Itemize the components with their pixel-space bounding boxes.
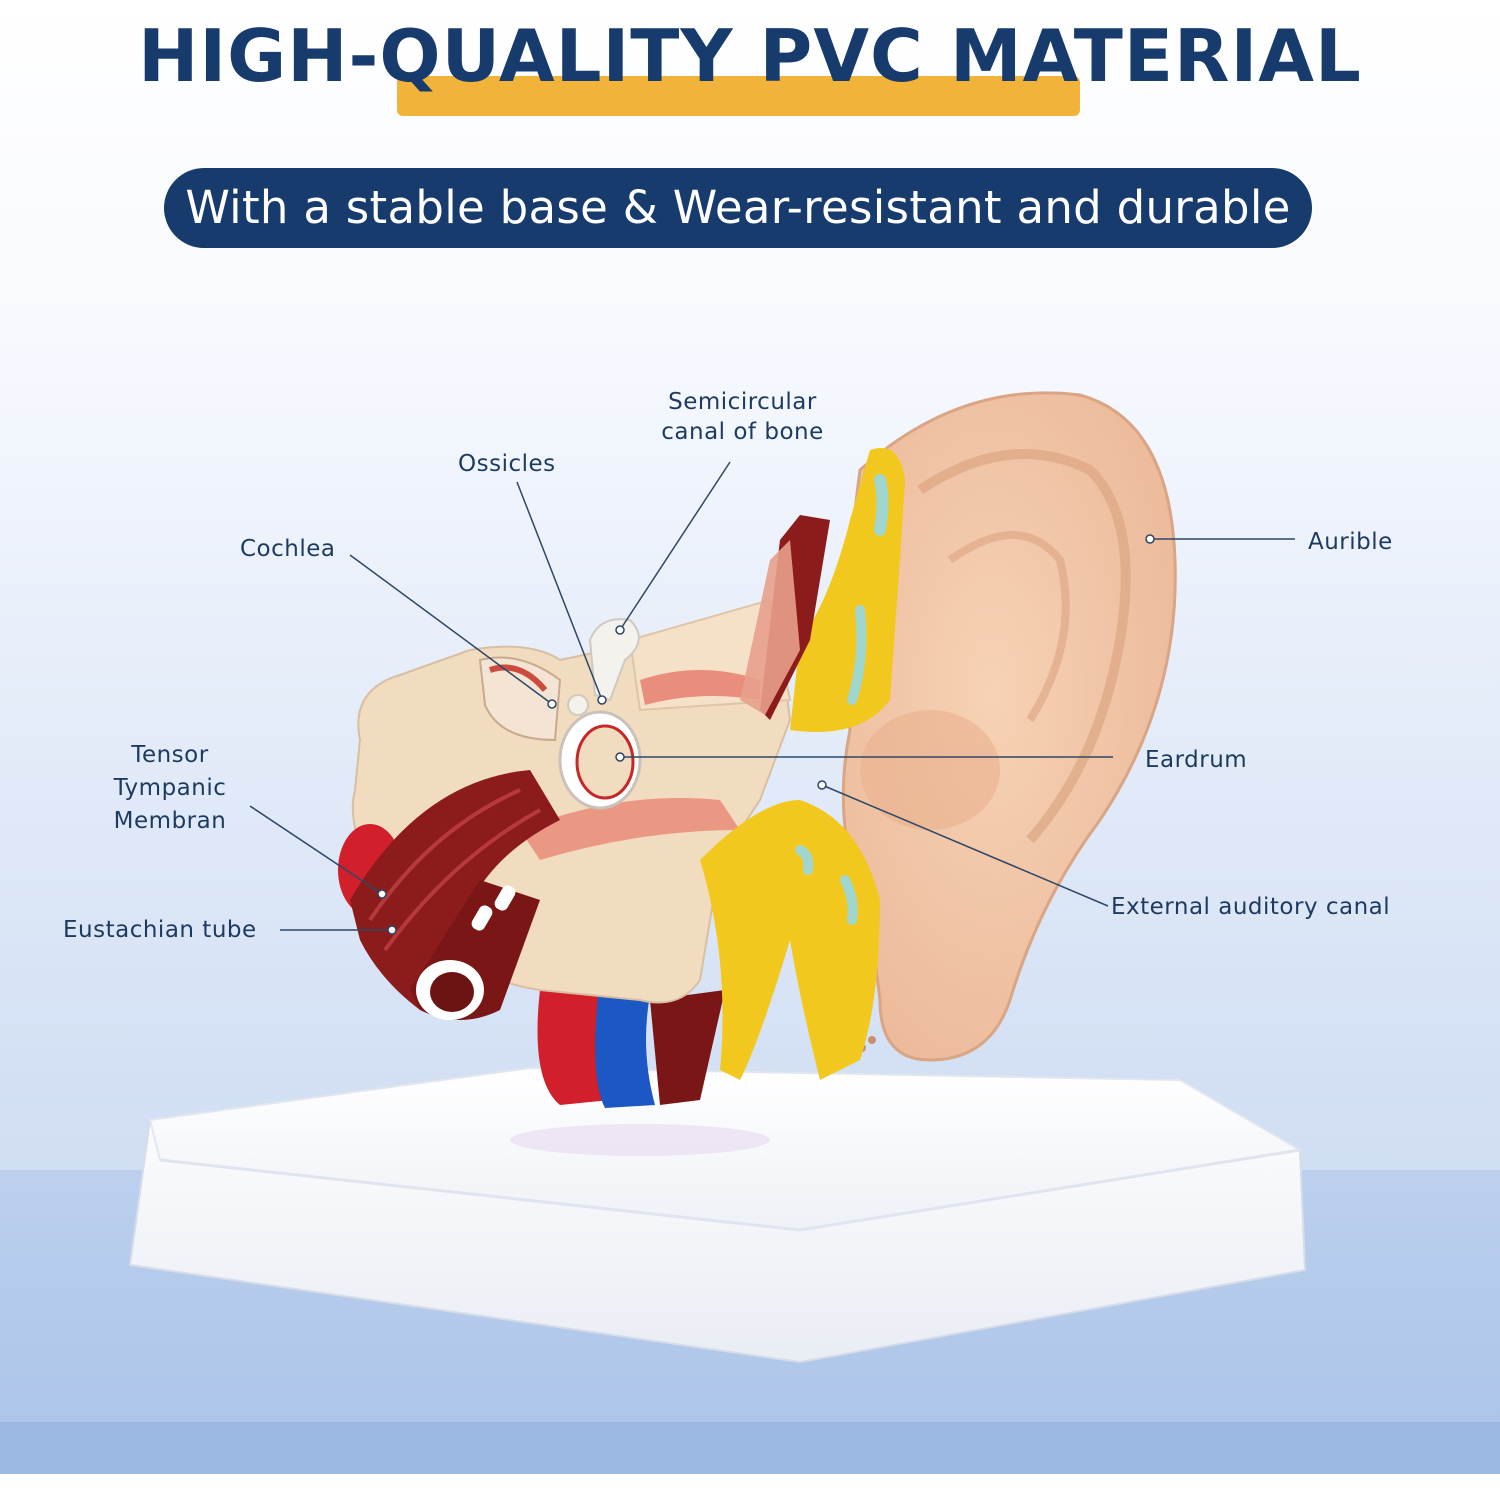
vessels: [537, 990, 725, 1108]
label-semicircular-canal: Semicircular canal of bone: [650, 387, 835, 447]
subtitle-pill: With a stable base & Wear-resistant and …: [164, 168, 1312, 248]
auricle: [841, 391, 1177, 1062]
cartilage: [700, 448, 905, 1080]
label-eustachian-tube: Eustachian tube: [63, 917, 257, 943]
title-block: HIGH-QUALITY PVC MATERIAL: [0, 14, 1500, 116]
leader-lines: [249, 461, 1295, 931]
label-cochlea: Cochlea: [240, 536, 336, 562]
label-tensor-line1: Tensor: [131, 742, 209, 768]
label-ossicles: Ossicles: [458, 451, 556, 477]
label-semicircular-line2: canal of bone: [661, 419, 824, 445]
label-tensor-tympanic: Tensor Tympanic Membran: [100, 739, 240, 838]
label-eardrum: Eardrum: [1145, 747, 1248, 773]
canal-wall: [740, 515, 830, 720]
label-external-auditory-canal: External auditory canal: [1111, 894, 1391, 920]
bottom-edge: [0, 1474, 1500, 1500]
page-title: HIGH-QUALITY PVC MATERIAL: [138, 14, 1362, 98]
ossicles-eardrum: [558, 618, 642, 810]
display-base: [128, 1066, 1307, 1364]
label-tensor-line2: Tympanic: [113, 775, 227, 801]
label-tensor-line3: Membran: [113, 808, 227, 834]
title-underline: [397, 76, 1080, 116]
leader-dots: [377, 534, 1155, 935]
label-auricle: Aurible: [1308, 529, 1393, 555]
bottom-stripe: [0, 1422, 1500, 1474]
label-semicircular-line1: Semicircular: [668, 389, 817, 415]
